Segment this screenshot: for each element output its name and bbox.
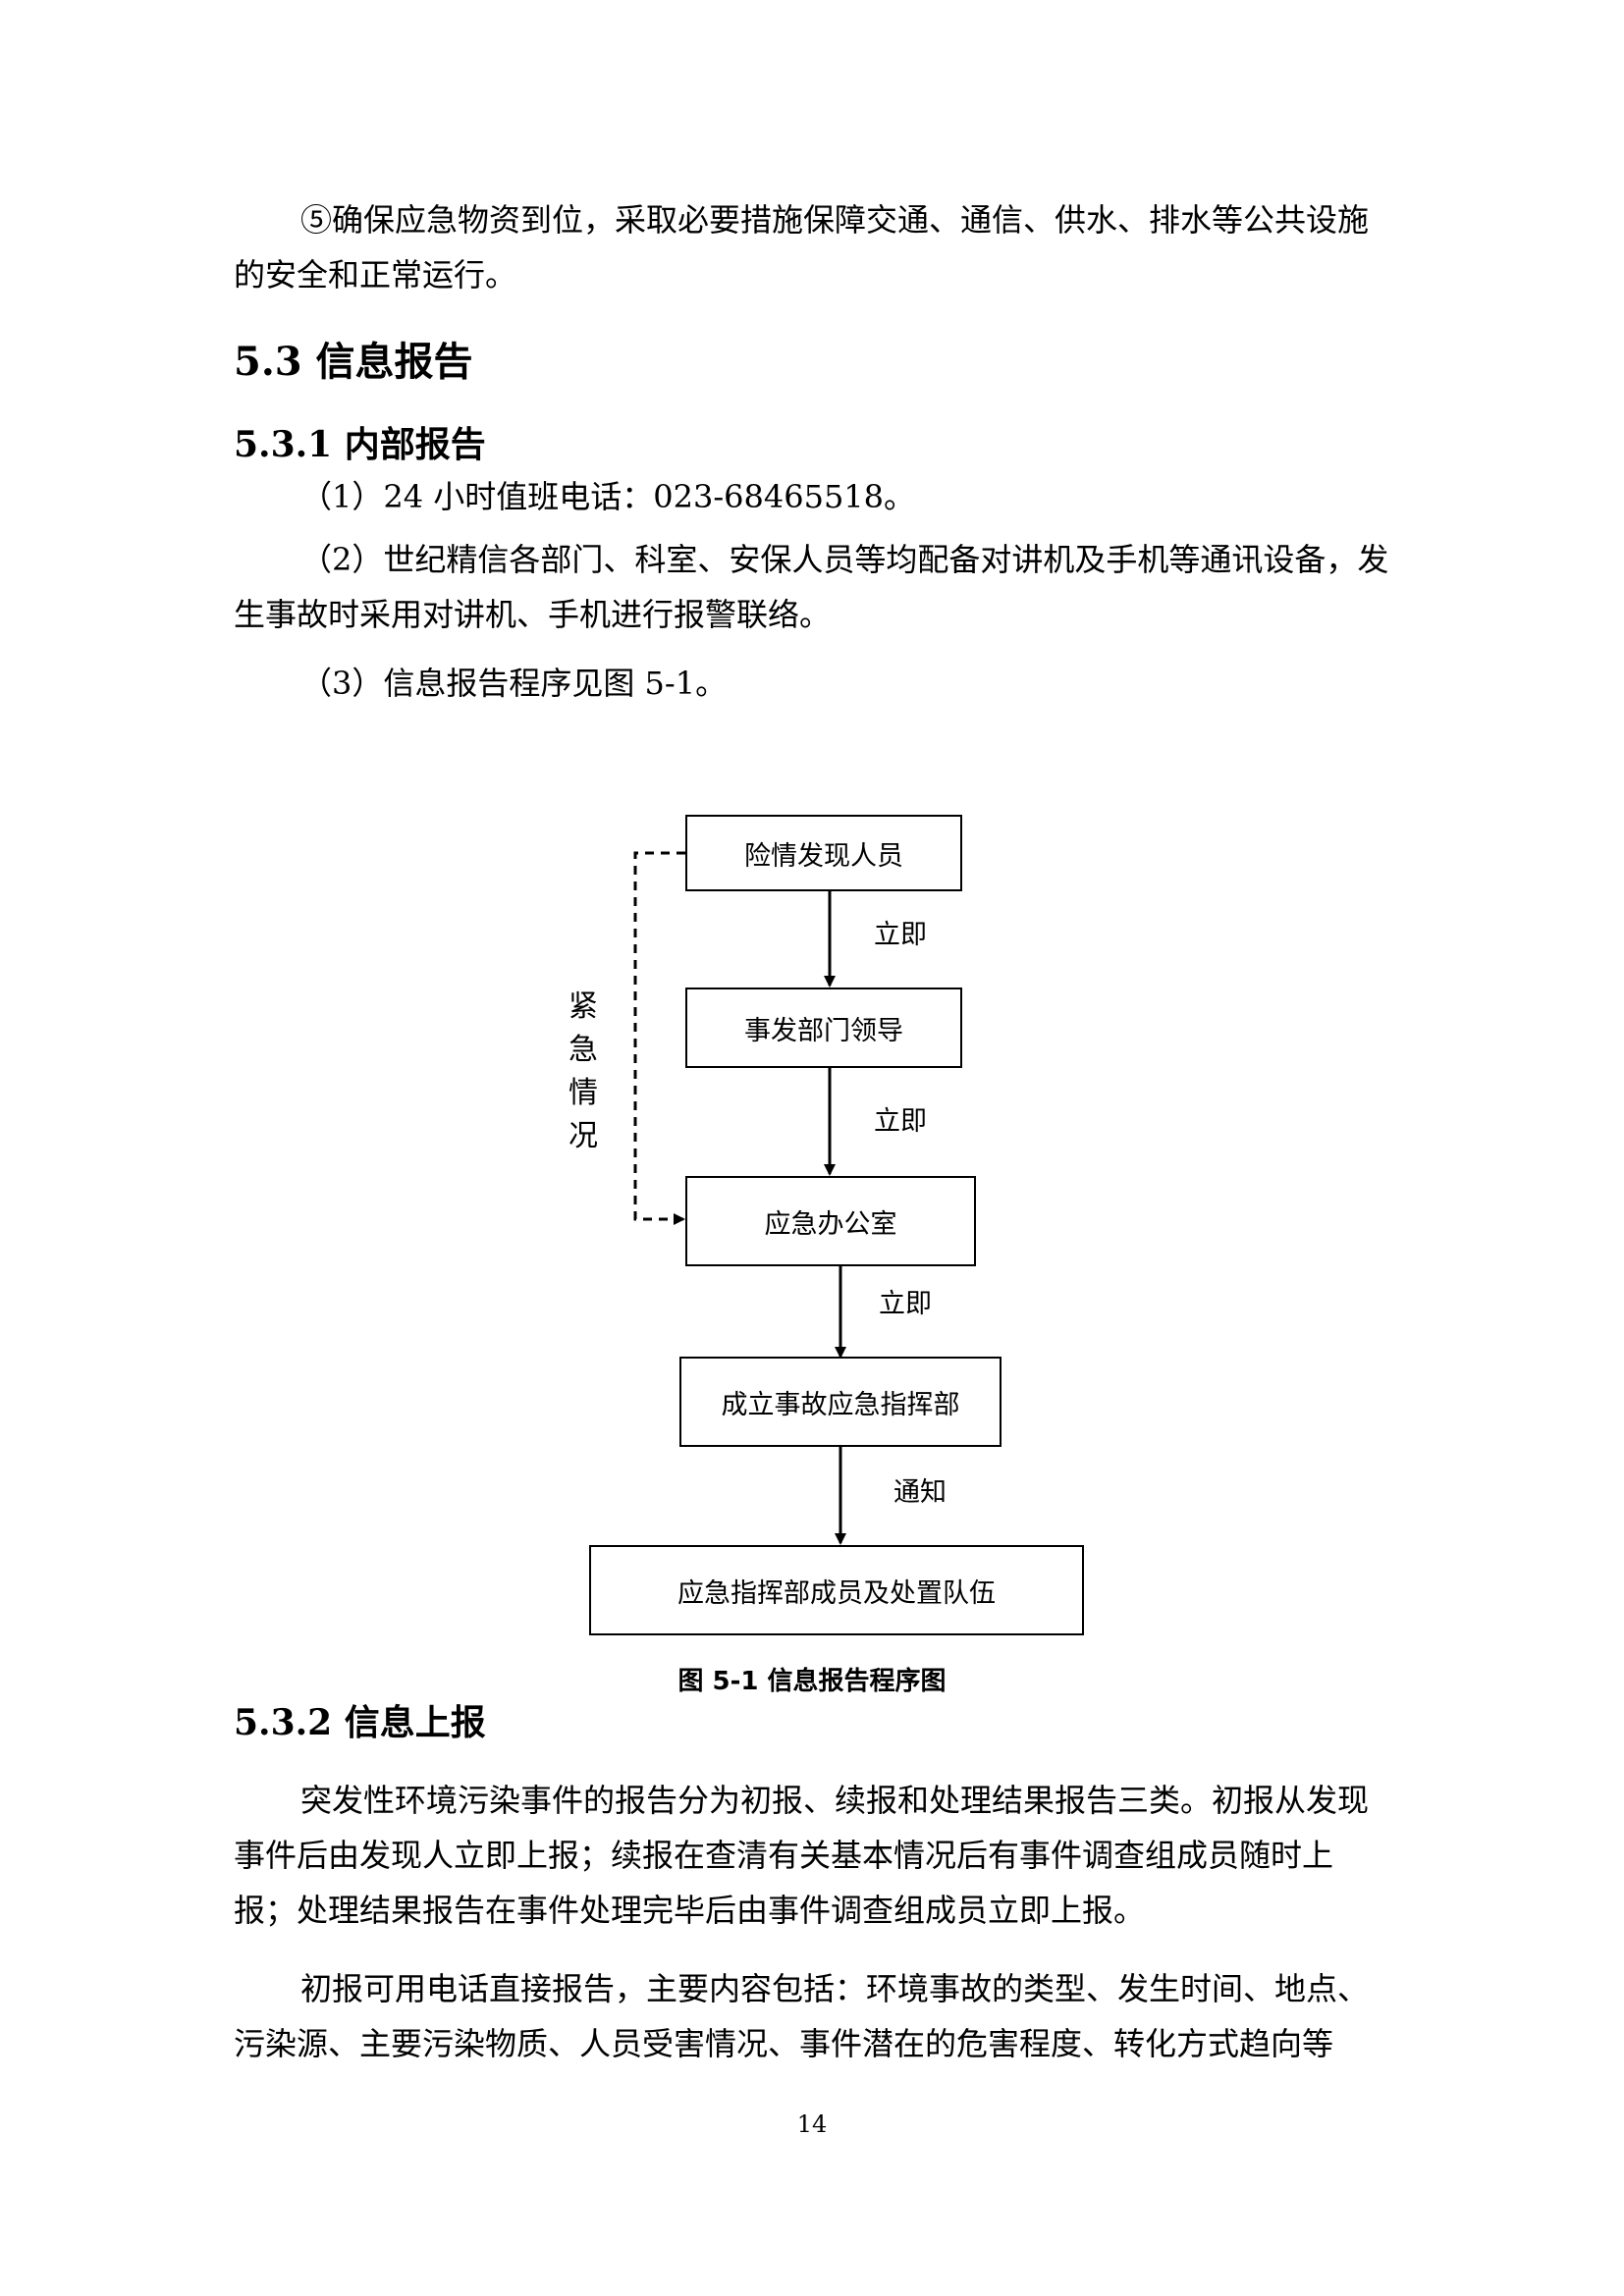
heading-5-3-2: 5.3.2 信息上报 <box>234 1702 486 1743</box>
box-discoverer: 险情发现人员 <box>685 815 962 891</box>
box-emergency-office: 应急办公室 <box>685 1176 976 1266</box>
emergency-bypass-arrow <box>633 851 685 1225</box>
edge-label-2: 立即 <box>874 1106 927 1137</box>
edge-label-3: 立即 <box>879 1289 932 1319</box>
list-item-3: （3）信息报告程序见图 5-1。 <box>300 665 728 702</box>
heading-5-3-1: 5.3.1 内部报告 <box>234 424 486 465</box>
list-item-1: （1）24 小时值班电话：023-68465518。 <box>300 478 916 515</box>
edge-label-1: 立即 <box>874 920 927 950</box>
edge-label-4: 通知 <box>893 1477 947 1508</box>
figure-caption: 图 5-1 信息报告程序图 <box>677 1667 947 1696</box>
paragraph-report-types: 突发性环境污染事件的报告分为初报、续报和处理结果报告三类。初报从发现事件后由发现… <box>234 1782 1370 1929</box>
page-number: 14 <box>796 2110 828 2138</box>
box-dept-leader: 事发部门领导 <box>685 988 962 1068</box>
side-label-emergency: 紧 急 情 况 <box>568 989 598 1153</box>
list-item-2: （2）世纪精信各部门、科室、安保人员等均配备对讲机及手机等通讯设备，发生事故时采… <box>234 541 1389 633</box>
paragraph-emergency-supplies: ⑤确保应急物资到位，采取必要措施保障交通、通信、供水、排水等公共设施的安全和正常… <box>234 201 1370 294</box>
box-command-center: 成立事故应急指挥部 <box>679 1357 1001 1447</box>
paragraph-initial-report: 初报可用电话直接报告，主要内容包括：环境事故的类型、发生时间、地点、污染源、主要… <box>234 1970 1370 2062</box>
flowchart-connectors <box>633 851 846 1545</box>
heading-5-3: 5.3 信息报告 <box>234 339 473 385</box>
box-members: 应急指挥部成员及处置队伍 <box>589 1545 1084 1635</box>
